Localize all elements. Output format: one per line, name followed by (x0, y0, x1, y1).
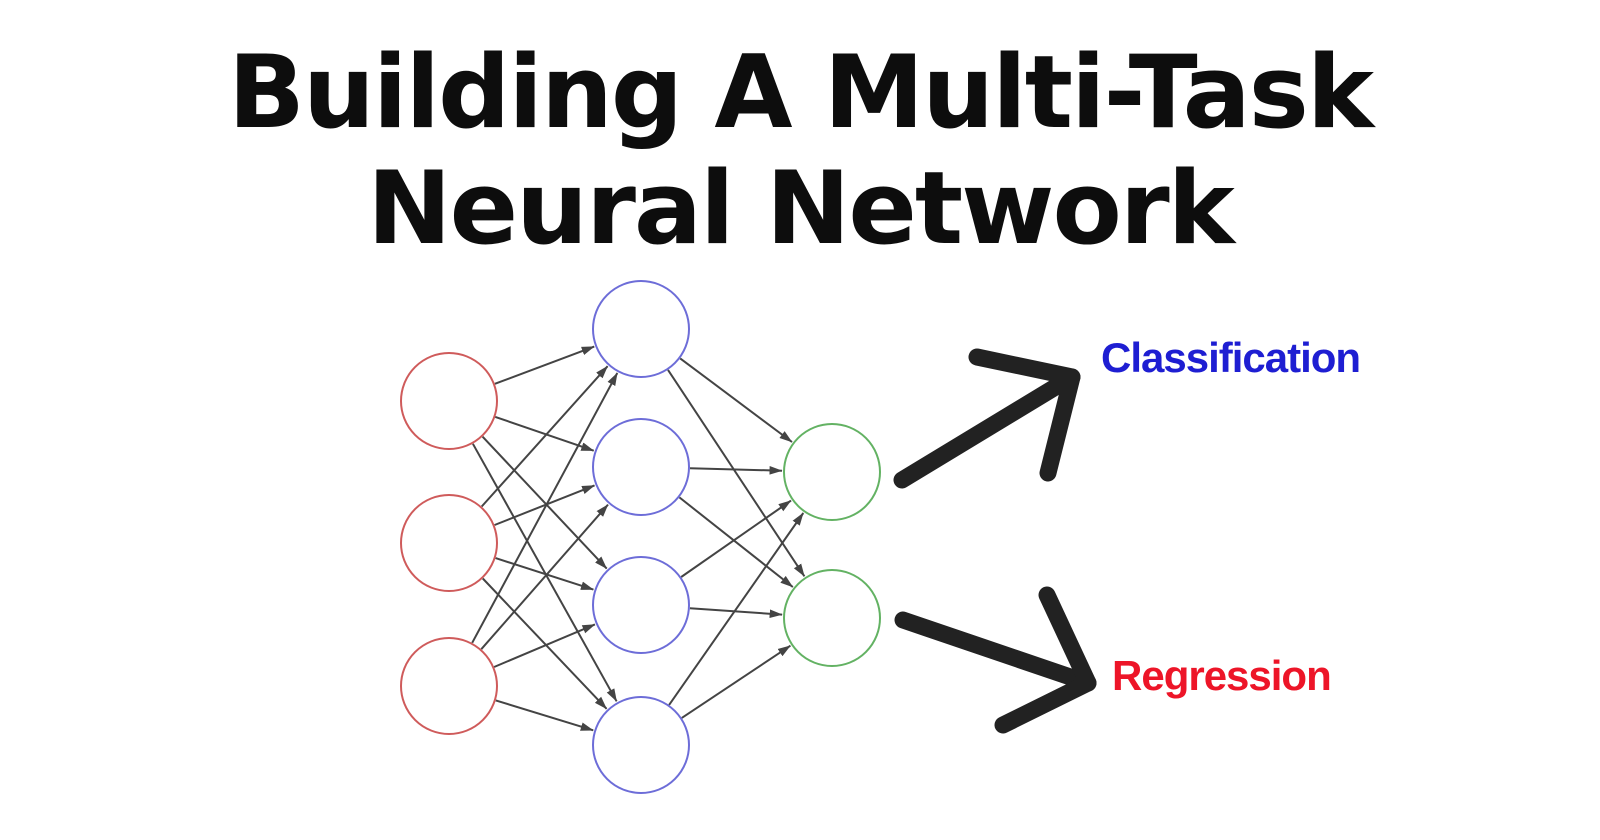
hidden-layer-node-2 (592, 418, 690, 516)
edge-input-layer-3-to-hidden-layer-3 (493, 623, 596, 668)
regression-label: Regression (1112, 652, 1332, 699)
regression-arrow (894, 586, 1097, 734)
edge-hidden-layer-4-to-output-layer-1 (668, 512, 805, 706)
edge-input-layer-3-to-hidden-layer-4 (495, 699, 594, 732)
edge-hidden-layer-2-to-output-layer-1 (689, 466, 783, 475)
output-layer-node-1 (783, 423, 881, 521)
edge-input-layer-3-to-hidden-layer-2 (480, 503, 609, 650)
hidden-layer-node-3 (592, 556, 690, 654)
hidden-layer-node-4 (592, 696, 690, 794)
edge-input-layer-2-to-hidden-layer-2 (494, 484, 596, 526)
edge-input-layer-3-to-hidden-layer-1 (471, 372, 619, 644)
classification-label: Classification (1101, 334, 1361, 381)
edge-hidden-layer-3-to-output-layer-2 (689, 607, 783, 619)
edge-input-layer-2-to-hidden-layer-4 (482, 577, 608, 710)
edge-input-layer-1-to-hidden-layer-2 (494, 415, 595, 452)
hidden-layer-node-1 (592, 280, 690, 378)
edge-input-layer-1-to-hidden-layer-3 (481, 436, 608, 570)
edge-hidden-layer-4-to-output-layer-2 (681, 644, 791, 719)
title-line-1: Building A Multi-Task (227, 33, 1374, 151)
page-title: Building A Multi-Task Neural Network (0, 34, 1600, 266)
input-layer-node-2 (400, 494, 498, 592)
edge-hidden-layer-1-to-output-layer-1 (679, 357, 793, 443)
edge-input-layer-2-to-hidden-layer-1 (480, 365, 609, 508)
input-layer-node-1 (400, 352, 498, 450)
output-layer-node-2 (783, 569, 881, 667)
input-layer-node-3 (400, 637, 498, 735)
edge-input-layer-1-to-hidden-layer-1 (494, 345, 595, 385)
edge-hidden-layer-3-to-output-layer-1 (680, 499, 792, 578)
edge-input-layer-2-to-hidden-layer-3 (495, 557, 594, 591)
edge-hidden-layer-1-to-output-layer-2 (667, 369, 806, 577)
edge-hidden-layer-2-to-output-layer-2 (678, 496, 794, 588)
edge-input-layer-1-to-hidden-layer-4 (472, 443, 618, 702)
classification-arrow (893, 348, 1081, 489)
title-line-2: Neural Network (367, 149, 1235, 267)
